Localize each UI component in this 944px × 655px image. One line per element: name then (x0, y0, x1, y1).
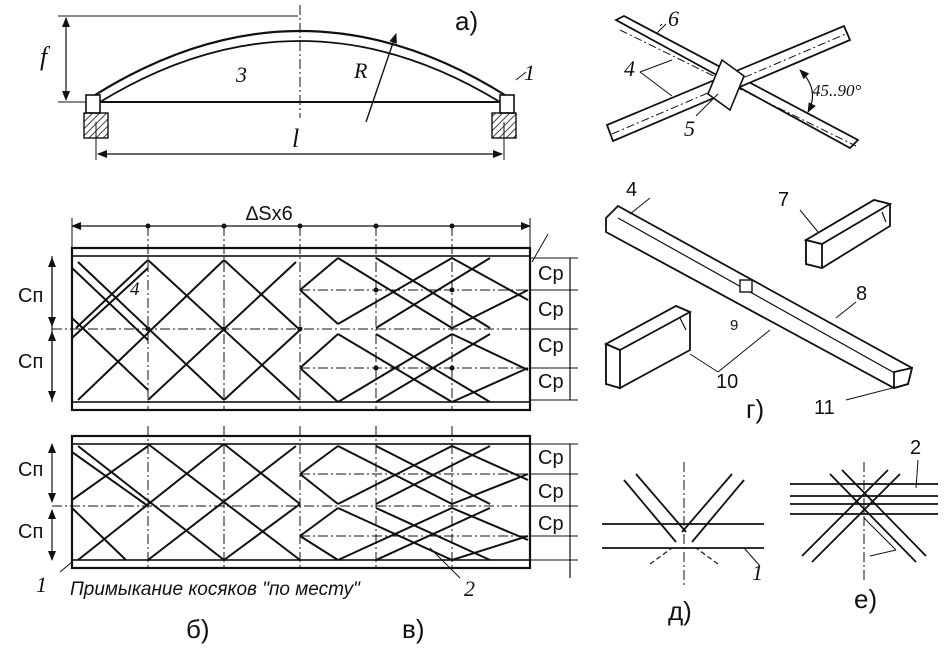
cr-label-7: Ср (538, 513, 564, 535)
cr-label-3: Ср (538, 335, 564, 357)
crossing-diagram (605, 14, 860, 150)
grid-note: Примыкание косяков "по месту" (70, 579, 360, 600)
cr-label-4: Ср (538, 371, 564, 393)
support-right-block (499, 94, 515, 114)
arch-diagram (58, 5, 527, 160)
grid-edge-number-1: 1 (36, 572, 47, 597)
crossing-angle: 45..90° (812, 81, 862, 100)
beam-number-11: 11 (814, 397, 835, 419)
cp-label-3: Сп (18, 459, 44, 481)
beam-number-8: 8 (856, 283, 868, 305)
panel-label-a: а) (455, 6, 479, 36)
panel-label-d: д) (668, 596, 692, 626)
crossing-number-4: 4 (624, 56, 635, 81)
cp-label-2: Сп (18, 351, 44, 373)
beam-number-10: 10 (716, 371, 739, 393)
grid-top-nodes (145, 223, 455, 371)
beam-number-9: 9 (730, 317, 739, 334)
cr-label-6: Ср (538, 481, 564, 503)
grid-member-number: 4 (130, 279, 140, 300)
joint-detail-d (602, 462, 764, 588)
panel-label-e: е) (854, 584, 878, 614)
grid-top-diamonds-right (299, 257, 529, 403)
cp-label-1: Сп (18, 285, 44, 307)
radius-arrow (365, 33, 397, 123)
beam-slot (739, 279, 753, 293)
cr-label-2: Ср (538, 299, 564, 321)
crossing-number-5: 5 (684, 116, 695, 141)
joint-e-number: 2 (910, 437, 922, 459)
crossing-number-6: 6 (668, 6, 679, 31)
beam-detail (603, 23, 914, 401)
grid-top-horizontals (52, 289, 570, 369)
grid-bottom (48, 426, 578, 579)
grid-top-verticals (147, 226, 453, 410)
angle-arc (799, 69, 816, 113)
support-left-block (85, 94, 101, 114)
panel-label-g: г) (746, 394, 765, 424)
cp-label-4: Сп (18, 521, 44, 543)
joint-detail-e (790, 459, 938, 582)
grid-width-dim: ∆Sx6 (246, 203, 293, 225)
span-label: l (292, 124, 300, 153)
cr-label-1: Ср (538, 263, 564, 285)
crossing-connector (707, 58, 745, 112)
joint-d-number: 1 (752, 560, 763, 585)
panel-label-b: б) (186, 614, 210, 644)
radius-label: R (354, 58, 368, 83)
rise-label: f (40, 42, 48, 71)
support-number: 1 (524, 60, 535, 85)
grid-top-diamonds-left (71, 259, 301, 401)
chord-number: 3 (236, 62, 247, 87)
panel-label-v: в) (402, 614, 425, 644)
cr-label-5: Ср (538, 447, 564, 469)
grid-edge-number-2: 2 (464, 576, 475, 601)
grid-top (48, 218, 578, 412)
beam-number-7: 7 (778, 189, 790, 211)
beam-number-4: 4 (626, 179, 638, 201)
